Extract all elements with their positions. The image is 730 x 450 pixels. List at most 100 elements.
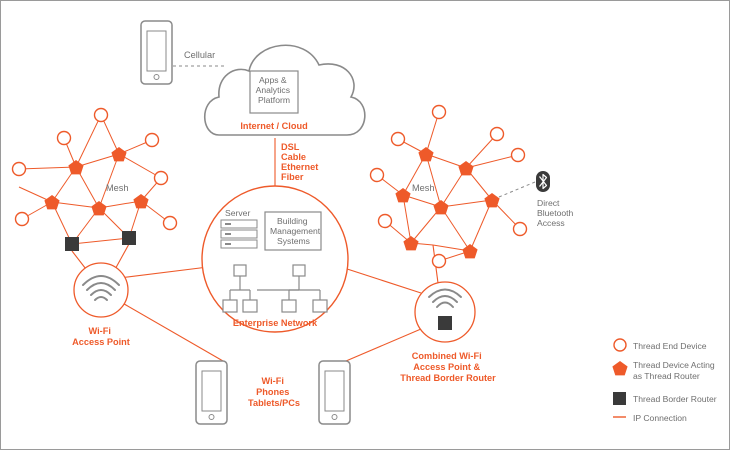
thread-router-pentagon (68, 160, 84, 175)
thread-end-device (431, 104, 447, 120)
legend-square-icon (613, 392, 626, 405)
apps-platform-label-line: Apps & (259, 75, 287, 85)
bluetooth-label-line: Direct (537, 198, 560, 208)
legend-item-end-device: Thread End Device (613, 338, 707, 352)
thread-end-device (144, 132, 160, 148)
thread-router-pentagon (462, 244, 478, 259)
thread-border-router-square (122, 231, 136, 245)
server-icon (220, 219, 258, 249)
uplink-types: DSL Cable Ethernet Fiber (281, 142, 321, 182)
combined-label-line: Combined Wi-Fi (412, 351, 482, 361)
uplink-type: Fiber (281, 172, 304, 182)
apps-platform-label-line: Platform (258, 95, 290, 105)
mesh-right-label: Mesh (412, 183, 434, 193)
apps-platform-label-line: Analytics (256, 85, 290, 95)
thread-end-device (56, 130, 72, 146)
mesh-right-end-devices (369, 104, 528, 269)
thread-end-device (369, 167, 385, 183)
svg-text:Combined Wi-Fi Access Po: Combined Wi-Fi Access Point & Thread Bor… (400, 351, 496, 383)
combined-label-line: Thread Border Router (400, 373, 496, 383)
legend-pentagon-icon (612, 361, 628, 376)
thread-end-device (510, 147, 526, 163)
thread-router-pentagon (395, 188, 411, 203)
thread-router-pentagon (418, 147, 434, 162)
svg-text:Wi-Fi Access Point: Wi-Fi Access Point (72, 326, 130, 347)
mesh-left-label: Mesh (106, 183, 128, 193)
legend-label: Thread Border Router (633, 394, 717, 404)
thread-border-router-square (65, 237, 79, 251)
cellular-phone: Cellular (140, 20, 225, 85)
mesh-left: Mesh (11, 107, 178, 251)
cloud: Apps & Analytics Platform Internet / Clo… (204, 44, 366, 136)
thread-end-device (11, 161, 27, 177)
thread-router-pentagon (111, 147, 127, 162)
bluetooth-link (498, 181, 536, 198)
svg-text:Direct Bluetooth A: Direct Bluetooth Access (537, 198, 576, 228)
bluetooth-icon (539, 173, 548, 190)
thread-router-pentagon (133, 194, 149, 209)
wifi-icon (82, 275, 120, 301)
uplink-type: Ethernet (281, 162, 318, 172)
svg-text:Wi-Fi Phones Table: Wi-Fi Phones Tablets/PCs (248, 376, 300, 408)
legend-item-ip-connection: IP Connection (613, 413, 687, 423)
legend: Thread End Device Thread Device Acting a… (612, 338, 717, 423)
legend-label: as Thread Router (633, 371, 700, 381)
uplink-type: DSL (281, 142, 300, 152)
server-label: Server (225, 208, 250, 218)
thread-end-device (512, 221, 528, 237)
combined-label-line: Access Point & (413, 362, 480, 372)
phone-icon (140, 20, 173, 85)
mesh-right: Mesh (369, 104, 536, 269)
bms-label-line: Systems (277, 236, 310, 246)
phone-icon (195, 360, 228, 425)
thread-border-router-square (438, 316, 452, 330)
thread-end-device (153, 170, 169, 186)
combined-ap-border-router: Combined Wi-Fi Access Point & Thread Bor… (400, 281, 496, 383)
uplink-type: Cable (281, 152, 306, 162)
ip-connection-lines (71, 138, 439, 362)
apps-platform-box (249, 70, 299, 114)
legend-label: Thread Device Acting (633, 360, 715, 370)
thread-end-device (14, 211, 30, 227)
bms-label-line: Building (277, 216, 308, 226)
bms-label-line: Management (270, 226, 321, 236)
thread-end-device (390, 131, 406, 147)
wifi-devices: Wi-Fi Phones Tablets/PCs (195, 360, 351, 425)
thread-router-pentagon (433, 200, 449, 215)
svg-text:Apps & Analytics P: Apps & Analytics Platform (256, 75, 293, 105)
thread-router-pentagon (91, 201, 107, 216)
devices-label-line: Tablets/PCs (248, 398, 300, 408)
devices-label-line: Wi-Fi (262, 376, 284, 386)
thread-end-device (93, 107, 109, 123)
svg-text:Thread Device Acting a: Thread Device Acting as Thread Router (633, 360, 717, 381)
svg-text:Building Management: Building Management Systems (270, 216, 323, 246)
cloud-caption: Internet / Cloud (240, 121, 307, 131)
thread-end-device (377, 213, 393, 229)
wifi-ap-label-line: Wi-Fi (89, 326, 111, 336)
thread-end-device (162, 215, 178, 231)
devices-label-line: Phones (256, 387, 289, 397)
legend-label: IP Connection (633, 413, 687, 423)
enterprise-network: Server Building Management Systems (201, 185, 349, 333)
enterprise-network-label: Enterprise Network (233, 318, 318, 328)
bluetooth-label-line: Bluetooth (537, 208, 574, 218)
thread-router-pentagon (484, 193, 500, 208)
wifi-access-point: Wi-Fi Access Point (72, 262, 130, 347)
thread-router-pentagon (403, 236, 419, 251)
wifi-ap-label-line: Access Point (72, 337, 130, 347)
bluetooth-label-line: Access (537, 218, 565, 228)
phone-icon (318, 360, 351, 425)
cellular-label: Cellular (184, 50, 215, 60)
bluetooth-device: Direct Bluetooth Access (536, 171, 576, 228)
bms-box (264, 211, 322, 251)
mesh-left-end-devices (11, 107, 178, 231)
legend-item-router: Thread Device Acting as Thread Router (612, 360, 717, 381)
legend-circle-icon (613, 338, 627, 352)
thread-end-device (489, 126, 505, 142)
thread-router-pentagon (458, 161, 474, 176)
mesh-right-routers (395, 147, 500, 259)
thread-router-pentagon (44, 195, 60, 210)
mesh-left-routers (44, 147, 149, 216)
